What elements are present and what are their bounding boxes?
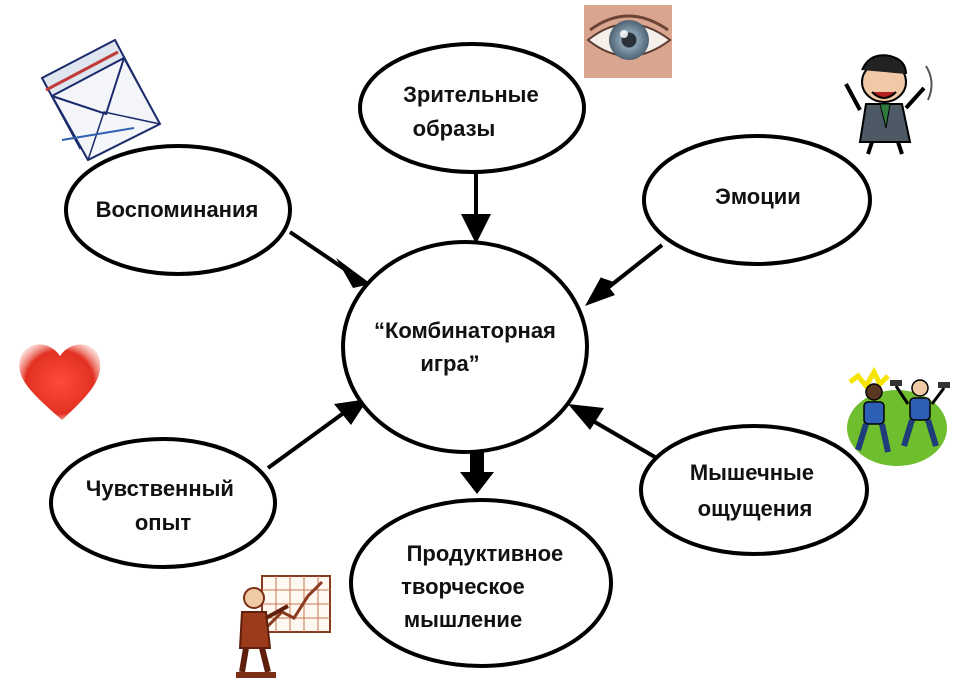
node-productive-line-1: Продуктивное	[407, 541, 564, 566]
node-visual-line-2: образы	[413, 116, 496, 141]
node-sensory: Чувственный опыт	[49, 437, 277, 569]
node-emotions: Эмоции	[642, 134, 872, 266]
node-center-line-1: “Комбинаторная	[374, 318, 556, 343]
svg-text:Зрительные образы: Зрительные образы	[403, 82, 545, 141]
svg-text:Продуктивное творческое: Продуктивное творческое мышление	[401, 541, 569, 632]
node-muscle: Мышечные ощущения	[639, 424, 869, 556]
node-muscle-line-2: ощущения	[698, 496, 813, 521]
arrow-muscle-to-center	[568, 404, 662, 462]
node-productive-line-2: творческое	[401, 574, 525, 599]
arrow-visual-to-center	[461, 172, 491, 244]
node-memories: Воспоминания	[64, 144, 292, 276]
svg-text:“Комбинаторная игра”: “Комбинаторная игра”	[374, 318, 562, 376]
svg-text:Мышечные ощущения: Мышечные ощущения	[690, 460, 820, 521]
node-visual: Зрительные образы	[358, 42, 586, 174]
svg-text:Чувственный опыт: Чувственный опыт	[86, 476, 240, 535]
arrow-emotions-to-center	[585, 243, 664, 306]
svg-text:Воспоминания: Воспоминания	[96, 197, 259, 222]
arrows	[266, 172, 664, 494]
node-visual-line-1: Зрительные	[403, 82, 539, 107]
node-sensory-line-2: опыт	[135, 510, 192, 535]
node-center-line-2: игра”	[420, 351, 479, 376]
arrow-center-to-productive	[460, 450, 494, 494]
node-emotions-line-1: Эмоции	[715, 184, 801, 209]
envelope-clipart-icon	[40, 38, 162, 162]
svg-text:Эмоции: Эмоции	[715, 184, 801, 209]
heart-icon	[19, 344, 101, 420]
businessman-clipart-icon	[844, 54, 933, 155]
exercising-people-clipart-icon	[847, 366, 950, 466]
node-productive: Продуктивное творческое мышление	[349, 498, 613, 668]
eye-icon	[584, 5, 672, 78]
node-sensory-line-1: Чувственный	[86, 476, 234, 501]
node-muscle-line-1: Мышечные	[690, 460, 814, 485]
presenter-chart-clipart-icon	[236, 575, 331, 678]
arrow-sensory-to-center	[266, 399, 368, 470]
node-memories-line-1: Воспоминания	[96, 197, 259, 222]
arrow-memories-to-center	[288, 230, 371, 288]
node-center: “Комбинаторная игра”	[341, 240, 589, 454]
node-productive-line-3: мышление	[404, 607, 522, 632]
